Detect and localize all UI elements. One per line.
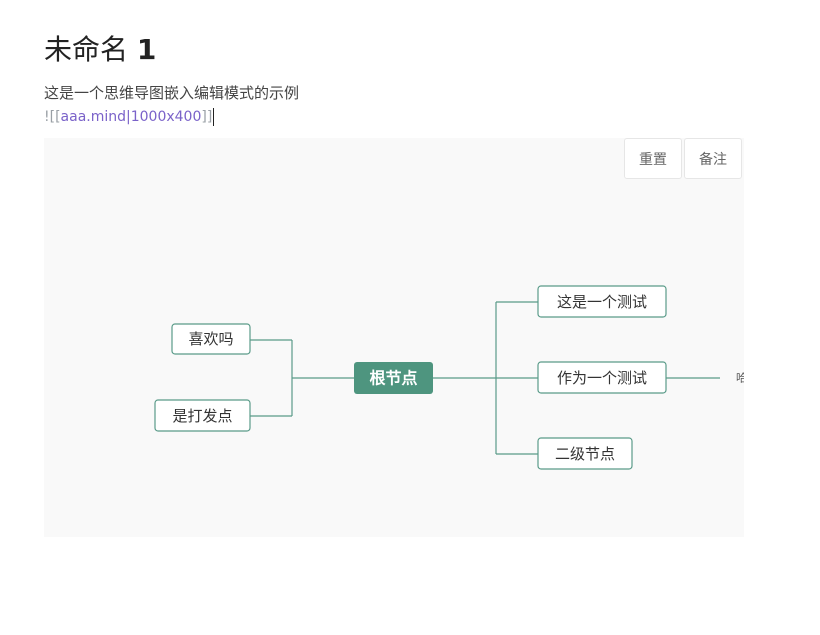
node-box (537, 285, 667, 318)
node-label: 哈 (736, 372, 744, 385)
embed-open-bracket: ![[ (44, 109, 61, 125)
root-node-label: 根节点 (369, 369, 417, 388)
note-button[interactable]: 备注 (684, 138, 742, 179)
text-cursor (213, 108, 215, 126)
node-label: 是打发点 (172, 407, 232, 425)
mindmap-canvas[interactable]: 根节点 喜欢吗 是打发点 这是一个测试 作为一个测试 二级节点 哈 重置 备 (44, 138, 744, 537)
node-box (171, 323, 251, 355)
page-title-number: 1 (136, 33, 157, 66)
embed-close-bracket: ]] (201, 109, 213, 125)
description-text: 这是一个思维导图嵌入编辑模式的示例 (44, 84, 300, 102)
node-label: 喜欢吗 (188, 330, 233, 348)
mindmap-node-grandchild[interactable]: 哈 (736, 372, 744, 385)
mindmap-root-node[interactable]: 根节点 (354, 362, 433, 394)
page-title-text: 未命名 (44, 33, 129, 66)
root-node-box (354, 362, 433, 394)
embed-source-line[interactable]: ![[aaa.mind|1000x400]] (44, 107, 215, 127)
node-label: 这是一个测试 (557, 293, 647, 311)
mindmap-svg[interactable]: 根节点 喜欢吗 是打发点 这是一个测试 作为一个测试 二级节点 哈 (44, 138, 744, 537)
mindmap-node-right-3[interactable]: 二级节点 (537, 437, 633, 470)
node-label: 作为一个测试 (557, 369, 647, 387)
mindmap-node-right-2[interactable]: 作为一个测试 (537, 361, 667, 394)
mindmap-node-right-1[interactable]: 这是一个测试 (537, 285, 667, 318)
node-box (537, 437, 633, 470)
node-label: 二级节点 (555, 445, 615, 463)
embed-link[interactable]: aaa.mind|1000x400 (60, 109, 202, 125)
page-title: 未命名 1 (44, 30, 156, 70)
node-box (154, 399, 251, 432)
mindmap-node-left-2[interactable]: 是打发点 (154, 399, 251, 432)
node-box (537, 361, 667, 394)
mindmap-node-left-1[interactable]: 喜欢吗 (171, 323, 251, 355)
reset-button[interactable]: 重置 (624, 138, 682, 179)
